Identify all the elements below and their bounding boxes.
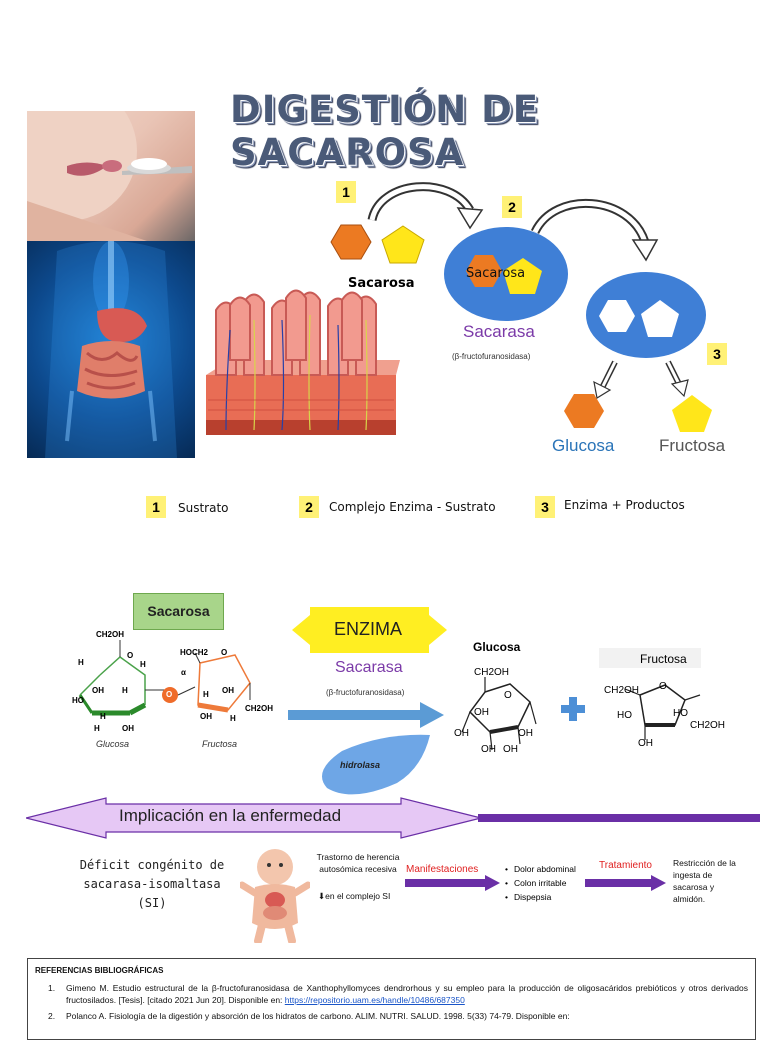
glucose-oh-5: OH — [503, 744, 518, 755]
glucose-oh-1: OH — [474, 707, 489, 718]
glucose-product-label: Glucosa — [552, 436, 615, 455]
glucose-oh-4: OH — [481, 744, 496, 755]
atom-o-glucose-ring: O — [127, 651, 134, 660]
reference-1-text: Gimeno M. Estudio estructural de la β-fr… — [66, 983, 748, 1005]
disease-name: Déficit congénito de sacarasa-isomaltasa… — [79, 858, 225, 910]
treatment-text: Restricción de la ingesta de sacarosa y … — [673, 858, 736, 904]
page-title: DIGESTIÓN DE SACAROSA — [230, 88, 540, 174]
atom-h-5: H — [94, 724, 100, 733]
glucose-ch2oh: CH2OH — [474, 667, 510, 678]
fructose-oh: OH — [638, 738, 653, 749]
glucose-oh-3: OH — [518, 728, 533, 739]
treatment-label: Tratamiento — [599, 860, 652, 871]
fructose-product-pentagon — [672, 395, 712, 432]
symptom-item: Colon irritable — [505, 876, 576, 890]
step-1-marker: 1 — [336, 181, 356, 203]
atom-h-4: H — [100, 712, 106, 721]
references-heading: REFERENCIAS BIBLIOGRÁFICAS — [35, 966, 164, 975]
implication-banner-shape — [26, 797, 760, 839]
glucose-oh-2: OH — [454, 728, 469, 739]
sucrose-structure — [78, 640, 251, 716]
inheritance-text: Trastorno de herencia autosómica recesiv… — [316, 852, 400, 874]
atom-ch2oh-top: CH2OH — [96, 630, 125, 639]
sucrase-enzyme-name: Sacarasa — [463, 322, 535, 341]
glucose-product-hexagon — [564, 394, 604, 428]
atom-oh-2: OH — [122, 724, 134, 733]
reference-1-number: 1. — [48, 983, 56, 993]
legend-2-marker: 2 — [299, 496, 319, 518]
sucrose-fructose-caption: Fructosa — [202, 739, 238, 749]
atom-oh-4: OH — [200, 712, 212, 721]
enzyme-banner-shape — [292, 607, 447, 653]
atom-oh-1: OH — [92, 686, 104, 695]
manifestations-arrow — [405, 875, 500, 891]
atom-hoch2: HOCH2 — [180, 648, 209, 657]
step-2-marker: 2 — [502, 196, 522, 218]
reference-1-link[interactable]: https://repositorio.uam.es/handle/10486/… — [284, 995, 465, 1005]
atom-o-glycosidic: O — [166, 690, 173, 699]
atom-h-6: H — [203, 690, 209, 699]
reference-2-number: 2. — [48, 1011, 56, 1021]
intestinal-villi-illustration — [206, 289, 400, 435]
reaction-sucrase-subtitle: (β-fructofuranosidasa) — [326, 688, 405, 697]
fructose-pentagon — [381, 225, 425, 264]
hydrolase-label: hidrolasa — [340, 760, 381, 770]
symptom-list: Dolor abdominal Colon irritable Dispepsi… — [505, 862, 576, 904]
treatment-arrow — [585, 875, 666, 891]
glucose-ring-oxygen: O — [504, 690, 512, 701]
manifestations-label: Manifestaciones — [406, 864, 479, 875]
atom-ch2oh-right: CH2OH — [245, 704, 274, 713]
fructose-ch2oh-right: CH2OH — [690, 720, 726, 731]
atom-oh-3: OH — [222, 686, 234, 695]
reference-2-text: Polanco A. Fisiología de la digestión y … — [66, 1011, 570, 1021]
glucose-structure-title: Glucosa — [473, 640, 521, 654]
legend-3-marker: 3 — [535, 496, 555, 518]
fructose-ho: HO — [617, 710, 632, 721]
sucrose-glucose-caption: Glucosa — [96, 739, 130, 749]
sucrose-substrate-label: Sacarosa — [348, 276, 415, 291]
atom-alpha: α — [181, 668, 186, 677]
atom-h-1: H — [78, 658, 84, 667]
baby-illustration — [240, 849, 310, 943]
mouth-spoon-photo — [27, 111, 195, 241]
atom-ho-1: HO — [72, 696, 84, 705]
legend-2-text: Complejo Enzima - Sustrato — [329, 500, 496, 514]
fructose-product-label: Fructosa — [659, 436, 726, 455]
mechanism-text: ⬇en el complejo SI — [318, 891, 391, 901]
references-box: REFERENCIAS BIBLIOGRÁFICAS 1. Gimeno M. … — [27, 958, 756, 1040]
glucose-hexagon — [330, 224, 372, 260]
sucrose-box: Sacarosa — [133, 593, 224, 630]
plus-icon — [561, 697, 585, 721]
enzyme-substrate-complex-label: Sacarosa — [466, 266, 526, 281]
fructose-title-box — [599, 648, 701, 668]
fructose-structure-title: Fructosa — [640, 652, 687, 666]
reaction-sucrase-name: Sacarasa — [335, 659, 403, 676]
fructose-ch2oh-left: CH2OH — [604, 685, 640, 696]
sucrase-enzyme-subtitle: (β-fructofuranosidasa) — [452, 352, 531, 361]
fructose-structure — [624, 684, 701, 740]
glucose-structure — [461, 677, 537, 751]
atom-o-fructose-ring: O — [221, 648, 228, 657]
fructose-ring-oxygen: O — [659, 681, 667, 692]
enzyme-banner-label: ENZIMA — [334, 619, 403, 639]
atom-h-3: H — [122, 686, 128, 695]
legend-1-text: Sustrato — [178, 501, 229, 515]
fructose-ho-2: HO — [673, 708, 688, 719]
step-3-marker: 3 — [707, 343, 727, 365]
implication-banner-label: Implicación en la enfermedad — [119, 806, 342, 825]
hydrolase-drop-shape — [322, 734, 430, 795]
reference-1: Gimeno M. Estudio estructural de la β-fr… — [66, 982, 748, 1006]
symptom-item: Dispepsia — [505, 890, 576, 904]
sucrose-digestion-diagram — [206, 182, 712, 435]
digestive-system-illustration — [27, 241, 195, 458]
symptom-item: Dolor abdominal — [505, 862, 576, 876]
reaction-arrow — [288, 702, 444, 728]
atom-h-7: H — [230, 714, 236, 723]
atom-h-2: H — [140, 660, 146, 669]
legend-3-text: Enzima + Productos — [564, 498, 685, 512]
legend-1-marker: 1 — [146, 496, 166, 518]
